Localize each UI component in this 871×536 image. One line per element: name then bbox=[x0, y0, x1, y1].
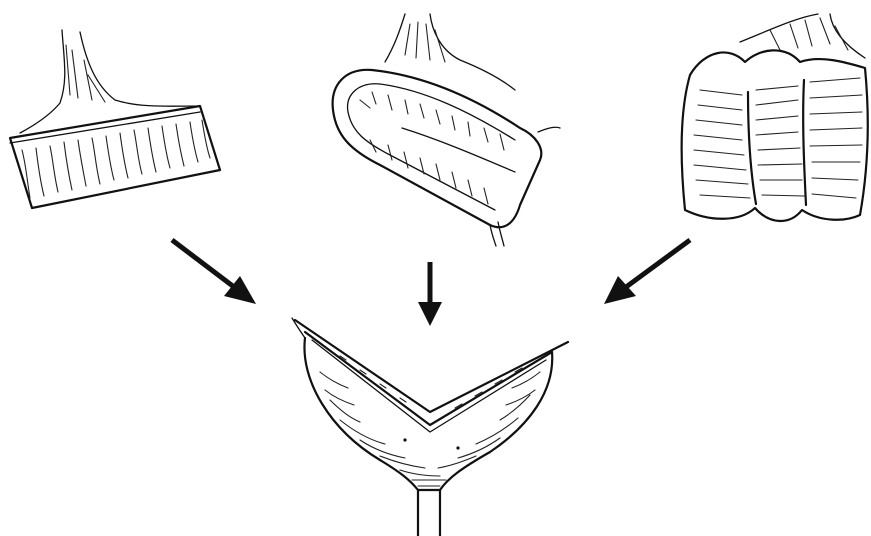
arrow-left bbox=[172, 240, 256, 304]
folded-j-pouch-icon bbox=[333, 14, 560, 246]
straight-bowel-segment-icon bbox=[10, 30, 220, 208]
folded-w-pouch-icon bbox=[682, 14, 868, 221]
v-shaped-reservoir-icon bbox=[292, 318, 568, 536]
arrow-center bbox=[418, 262, 442, 326]
arrow-right bbox=[604, 240, 690, 304]
